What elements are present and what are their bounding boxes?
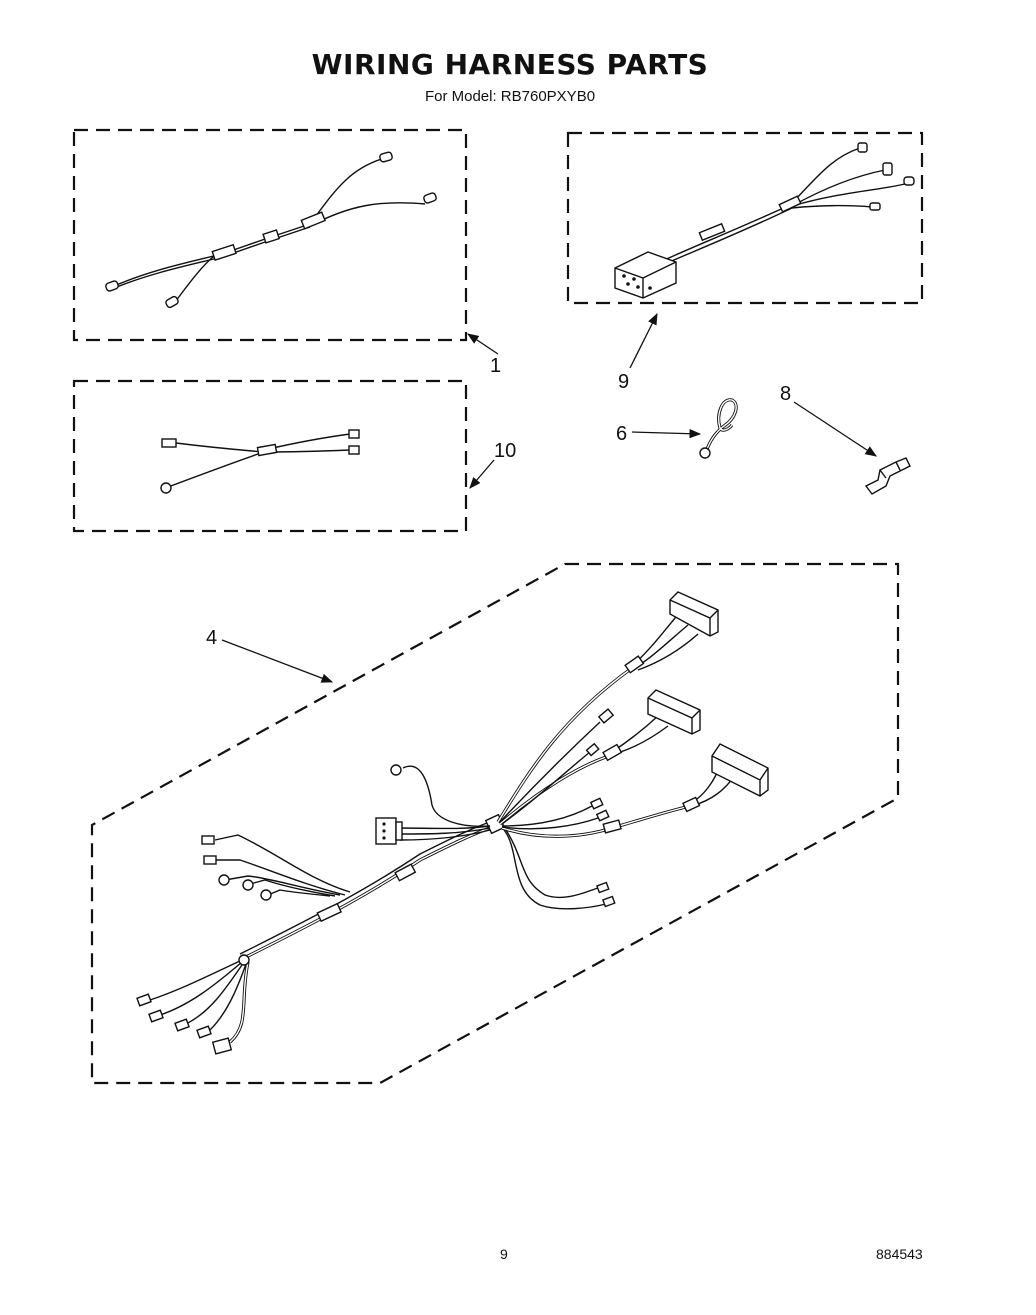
callout-10-leader xyxy=(469,459,495,489)
callout-9-leader xyxy=(629,312,658,369)
part-10-outline xyxy=(72,379,468,533)
callout-1: 1 xyxy=(490,355,501,377)
part-4-outline xyxy=(90,562,900,1085)
callout-8-leader xyxy=(793,401,877,457)
harness-part-9 xyxy=(566,131,924,305)
part-1-outline xyxy=(72,128,468,342)
harness-part-4 xyxy=(90,562,900,1085)
callout-4-leader xyxy=(221,639,334,683)
callout-10: 10 xyxy=(494,440,516,462)
callout-6-leader xyxy=(631,429,702,439)
callout-9: 9 xyxy=(618,371,629,393)
harness-part-10 xyxy=(72,379,468,533)
callout-8: 8 xyxy=(780,383,791,405)
document-number: 884543 xyxy=(876,1246,923,1262)
part-9-outline xyxy=(566,131,924,305)
callout-4: 4 xyxy=(206,627,217,649)
callout-1-leader xyxy=(467,333,499,355)
clip-part-8 xyxy=(864,457,911,495)
callout-6: 6 xyxy=(616,423,627,445)
page-number: 9 xyxy=(500,1246,508,1262)
model-subtitle: For Model: RB760PXYB0 xyxy=(424,88,596,105)
harness-part-1 xyxy=(72,128,468,342)
page-title: WIRING HARNESS PARTS xyxy=(311,48,709,81)
ground-wire-part-6 xyxy=(699,398,738,459)
